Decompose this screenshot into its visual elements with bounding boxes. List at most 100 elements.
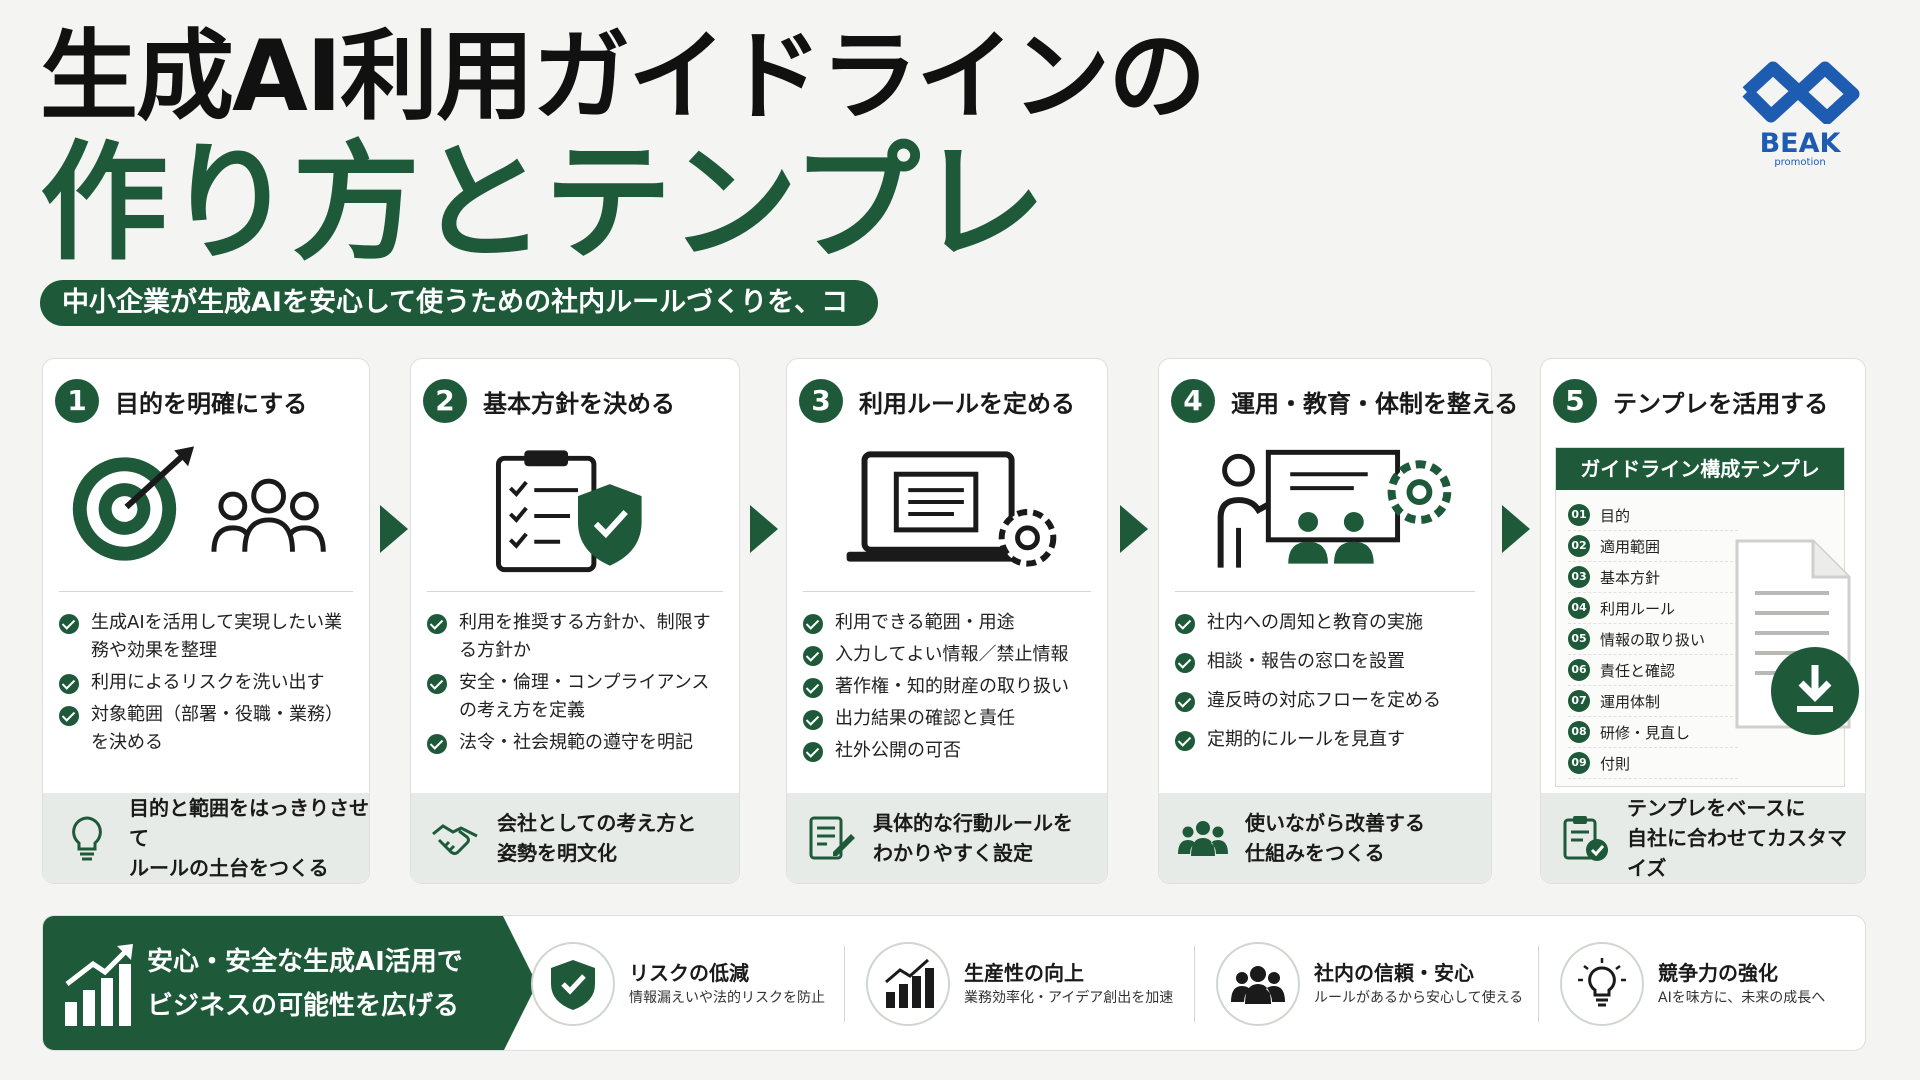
bar-growth-icon <box>885 958 934 1008</box>
step-header: 1 目的を明確にする <box>55 379 307 423</box>
brand-logo: BEAK promotion <box>1735 60 1865 169</box>
subtitle-banner: 中小企業が生成AIを安心して使うための社内ルールづくりを、コ <box>40 280 879 326</box>
flow-arrow-icon <box>750 505 778 553</box>
flow-arrow-icon <box>1120 505 1148 553</box>
benefit-title: 競争力の強化 <box>1658 961 1778 985</box>
page-title-line1: 生成AI利用ガイドラインの <box>40 20 1206 134</box>
step-number: 2 <box>423 379 467 423</box>
list-item: 利用できる範囲・用途 <box>803 609 1095 637</box>
list-item: 社外公開の可否 <box>803 737 1095 765</box>
footer-line: 目的と範囲をはっきりさせて <box>129 796 369 850</box>
group-icon <box>1178 821 1228 856</box>
list-item: 定期的にルールを見直す <box>1175 726 1479 754</box>
step-card-2: 2 基本方針を決める 利用を推奨する方針か、制限する方針か 安全・倫理・コンプラ… <box>410 358 740 884</box>
benefits-bar: 安心・安全な生成AI活用でビジネスの可能性を広げる リスクの低減情報漏えいや法的… <box>42 915 1866 1051</box>
step-number: 1 <box>55 379 99 423</box>
list-item: 相談・報告の窓口を設置 <box>1175 648 1479 676</box>
benefit-competitiveness: 競争力の強化 AIを味方に、未来の成長へ <box>1560 916 1826 1050</box>
step-card-4: 4 運用・教育・体制を整える 社内への周知と教育の実施 相談・報告の窓口を設置 … <box>1158 358 1518 884</box>
step-footer: テンプレをベースに自社に合わせてカスタマイズ <box>1541 793 1865 883</box>
logo-word: BEAK <box>1759 128 1841 159</box>
list-item: 法令・社会規範の遵守を明記 <box>427 729 727 757</box>
handshake-icon <box>432 824 478 855</box>
banner-line: ビジネスの可能性を広げる <box>147 991 460 1021</box>
step-footer: 使いながら改善する仕組みをつくる <box>1159 793 1491 883</box>
list-item: 社内への周知と教育の実施 <box>1175 609 1479 637</box>
lightbulb-icon <box>72 816 102 861</box>
step-card-1: 1 目的を明確にする 生成AIを活用して実現したい業務や効果を整理 利用によるリ… <box>42 358 370 884</box>
shield-check-icon <box>551 960 595 1010</box>
footer-line: 姿勢を明文化 <box>497 841 617 865</box>
check-icon <box>803 742 823 762</box>
logo-sub: promotion <box>1774 157 1826 168</box>
step-header: 4 運用・教育・体制を整える <box>1171 379 1518 423</box>
list-item: 利用によるリスクを洗い出す <box>59 669 357 697</box>
check-icon <box>1175 653 1195 673</box>
benefit-title: 生産性の向上 <box>964 961 1084 985</box>
check-icon <box>803 710 823 730</box>
bulb-icon <box>1578 958 1626 1007</box>
presentation-gear-icon <box>1217 449 1452 568</box>
list-item: 対象範囲（部署・役職・業務）を決める <box>59 701 357 757</box>
step-header: 2 基本方針を決める <box>423 379 675 423</box>
banner-line: 安心・安全な生成AI活用で <box>147 947 463 977</box>
benefit-productivity: 生産性の向上業務効率化・アイデア創出を加速 <box>866 916 1173 1050</box>
laptop-gear-icon <box>846 451 1057 567</box>
document-download-icon[interactable] <box>1733 537 1863 737</box>
step-header: 5 テンプレを活用する <box>1553 379 1828 423</box>
benefit-trust: 社内の信頼・安心ルールがあるから安心して使える <box>1216 916 1524 1050</box>
benefit-desc: 情報漏えいや法的リスクを防止 <box>629 990 825 1006</box>
template-title: ガイドライン構成テンプレ <box>1556 448 1844 490</box>
list-item: 生成AIを活用して実現したい業務や効果を整理 <box>59 609 357 665</box>
step-title: 運用・教育・体制を整える <box>1231 389 1519 418</box>
people-icon <box>1231 966 1285 1004</box>
benefit-risk: リスクの低減情報漏えいや法的リスクを防止 <box>531 916 825 1050</box>
step-title: 利用ルールを定める <box>859 389 1075 418</box>
benefit-desc: ルールがあるから安心して使える <box>1314 990 1524 1006</box>
check-icon <box>1175 614 1195 634</box>
footer-line: 具体的な行動ルールを <box>873 811 1073 835</box>
growth-chart-icon <box>65 944 133 1026</box>
step-title: テンプレを活用する <box>1613 389 1829 418</box>
footer-line: 会社としての考え方と <box>497 811 697 835</box>
step-card-3: 3 利用ルールを定める 利用できる範囲・用途 入力してよい情報／禁止情報 著作権… <box>786 358 1108 884</box>
list-item: 安全・倫理・コンプライアンスの考え方を定義 <box>427 669 727 725</box>
step-number: 5 <box>1553 379 1597 423</box>
step-title: 基本方針を決める <box>483 389 675 418</box>
check-icon <box>427 674 447 694</box>
list-item: 違反時の対応フローを定める <box>1175 687 1479 715</box>
check-icon <box>803 646 823 666</box>
step-header: 3 利用ルールを定める <box>799 379 1075 423</box>
footer-line: ルールの土台をつくる <box>129 856 329 880</box>
step-footer: 具体的な行動ルールをわかりやすく設定 <box>787 793 1107 883</box>
benefit-title: 社内の信頼・安心 <box>1314 961 1474 985</box>
list-item: 利用を推奨する方針か、制限する方針か <box>427 609 727 665</box>
check-icon <box>427 614 447 634</box>
list-item: 著作権・知的財産の取り扱い <box>803 673 1095 701</box>
footer-line: 自社に合わせてカスタマイズ <box>1627 826 1847 880</box>
closing-banner: 安心・安全な生成AI活用でビジネスの可能性を広げる <box>43 916 537 1050</box>
infinity-logo-icon <box>1742 61 1860 125</box>
list-item: 入力してよい情報／禁止情報 <box>803 641 1095 669</box>
check-icon <box>59 674 79 694</box>
target-and-people-icon <box>72 446 326 561</box>
footer-line: わかりやすく設定 <box>873 841 1033 865</box>
benefit-desc: AIを味方に、未来の成長へ <box>1658 990 1826 1006</box>
page-title-line2: 作り方とテンプレ <box>40 129 1046 278</box>
clipboard-check-icon <box>1563 816 1608 861</box>
check-icon <box>427 734 447 754</box>
document-pen-icon <box>809 816 855 860</box>
step-footer: 目的と範囲をはっきりさせてルールの土台をつくる <box>43 793 369 883</box>
footer-line: テンプレをベースに <box>1627 796 1806 820</box>
check-icon <box>59 706 79 726</box>
step-footer: 会社としての考え方と姿勢を明文化 <box>411 793 739 883</box>
